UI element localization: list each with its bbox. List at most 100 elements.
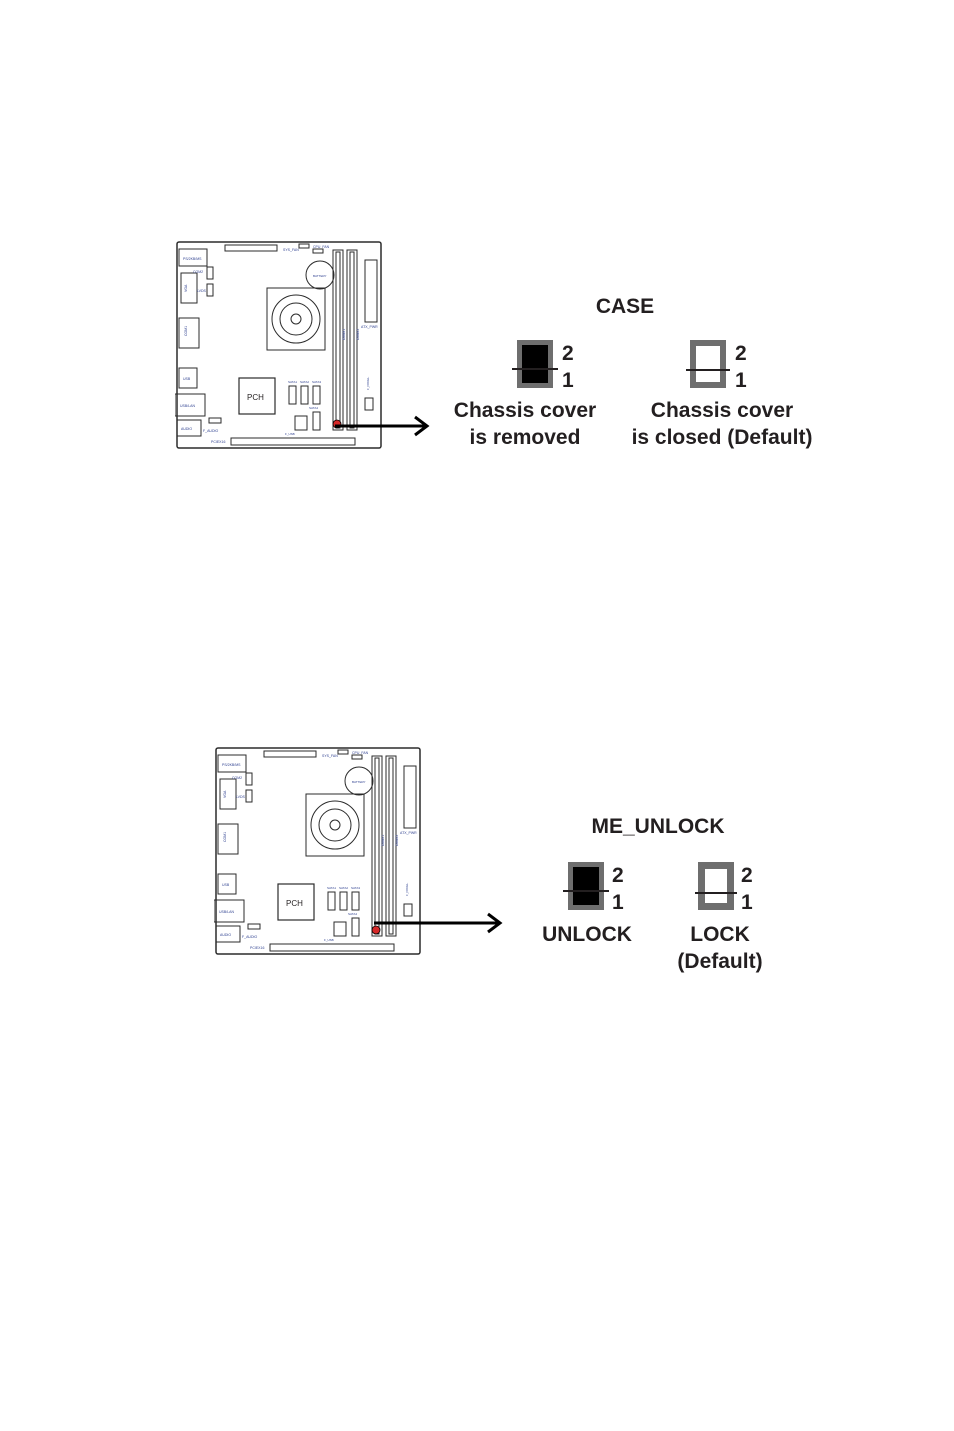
sata-connector <box>312 411 321 431</box>
dimm-slot-2 <box>385 755 397 937</box>
com1-port <box>178 317 200 349</box>
cpu-fan-header <box>312 248 324 254</box>
port-label: VGA <box>223 790 227 798</box>
jumper-closed <box>563 862 609 910</box>
pch-chip <box>238 377 276 415</box>
vga-port <box>219 778 237 810</box>
pin-1-label: 1 <box>741 891 753 914</box>
port-label: VGA <box>184 284 188 292</box>
usb-port <box>217 873 237 895</box>
pch-label: PCH <box>286 899 303 908</box>
sata-connector <box>351 891 360 911</box>
pin-2-label: 2 <box>735 342 747 365</box>
com1-port <box>217 823 239 855</box>
jumper-open <box>695 862 737 910</box>
atx-power-connector <box>403 765 417 829</box>
pointer-arrow <box>335 415 430 437</box>
fan-hub-ring <box>279 302 313 336</box>
dimm-slot-1 <box>371 755 383 937</box>
header-label: ATX_PWR <box>361 325 378 329</box>
header-label: LVDS <box>197 289 207 293</box>
jumper-caption: Chassis cover is removed <box>453 399 597 449</box>
pin-2-label: 2 <box>612 864 624 887</box>
header-label: COM2 <box>193 270 203 274</box>
vga-port <box>180 272 198 304</box>
pch-chip <box>277 883 315 921</box>
battery-label: BATTERY <box>313 274 327 278</box>
header-label: COM2 <box>232 776 242 780</box>
f-panel-header <box>364 397 374 411</box>
header-label: CPU_FAN <box>352 751 369 755</box>
dimm-slot-2-inner <box>388 757 394 935</box>
port-label: PS/2KB/MS <box>222 763 241 767</box>
jumper-closed <box>512 340 558 388</box>
ps2-port <box>217 754 247 773</box>
jumper-location-marker <box>371 925 381 935</box>
header-label: CPU_FAN <box>313 245 330 249</box>
sata-label: SATA4 <box>309 406 318 410</box>
header-label: F_AUDIO <box>203 429 218 433</box>
sata-connector <box>288 385 297 405</box>
f-usb-header <box>333 921 347 937</box>
battery-icon <box>305 260 335 290</box>
sys-fan-header <box>337 749 349 755</box>
header-label: F_AUDIO <box>242 935 257 939</box>
cpu-fan-header <box>351 754 363 760</box>
com2-header <box>206 266 214 280</box>
jumper-open <box>686 340 730 388</box>
header-label: ATX_PWR <box>400 831 417 835</box>
dimm-slot-1 <box>332 249 344 431</box>
audio-port <box>215 925 241 943</box>
slot-label: PCIEX16 <box>250 946 264 950</box>
sata-label: SATA4 <box>348 912 357 916</box>
pch-label: PCH <box>247 393 264 402</box>
slot-label: PCIEX16 <box>211 440 225 444</box>
board-outline <box>176 241 382 449</box>
fan-hub <box>329 819 341 831</box>
jumper-caption: LOCK (Default) <box>677 923 763 973</box>
fan-icon <box>271 294 321 344</box>
header-label: SYS_FAN <box>322 754 338 758</box>
dimm-label: DIMM1 <box>342 329 346 340</box>
port-label: AUDIO <box>220 933 231 937</box>
f-usb-header <box>294 415 308 431</box>
fan-hub-ring <box>318 808 352 842</box>
header-label: F_PANEL <box>366 377 370 390</box>
pin-1-label: 1 <box>612 891 624 914</box>
jumper-title: CASE <box>595 295 655 318</box>
board-outline <box>215 747 421 955</box>
pin-2-label: 2 <box>741 864 753 887</box>
header-label: F_USB <box>324 938 334 942</box>
battery-icon <box>344 766 374 796</box>
battery-label: BATTERY <box>352 780 366 784</box>
port-label: USB/LAN <box>219 910 234 914</box>
sata-connector <box>351 917 360 937</box>
section-tab <box>864 266 954 418</box>
f-panel-header <box>403 903 413 917</box>
dimm-label: DIMM2 <box>356 329 360 340</box>
usb-lan-port <box>214 899 245 923</box>
usb-port <box>178 367 198 389</box>
pin-2-label: 2 <box>562 342 574 365</box>
dimm-label: DIMM2 <box>395 835 399 846</box>
lpt-header <box>263 750 317 758</box>
port-label: AUDIO <box>181 427 192 431</box>
port-label: PS/2KB/MS <box>183 257 202 261</box>
jumper-title: ME_UNLOCK <box>591 815 725 838</box>
audio-port <box>176 419 202 437</box>
f-audio-header <box>208 417 222 424</box>
sys-fan-header <box>298 243 310 249</box>
port-label: COM1 <box>223 832 227 842</box>
pointer-arrow <box>374 912 503 934</box>
atx-power-connector <box>364 259 378 323</box>
sata-label: SATA1 <box>288 380 297 384</box>
header-label: LVDS <box>236 795 246 799</box>
jumper-caption: UNLOCK <box>542 923 632 946</box>
header-label: F_USB <box>285 432 295 436</box>
sata-label: SATA3 <box>351 886 360 890</box>
pcie-slot <box>230 437 356 446</box>
port-label: USB <box>222 883 230 887</box>
lvds-header <box>206 283 214 297</box>
